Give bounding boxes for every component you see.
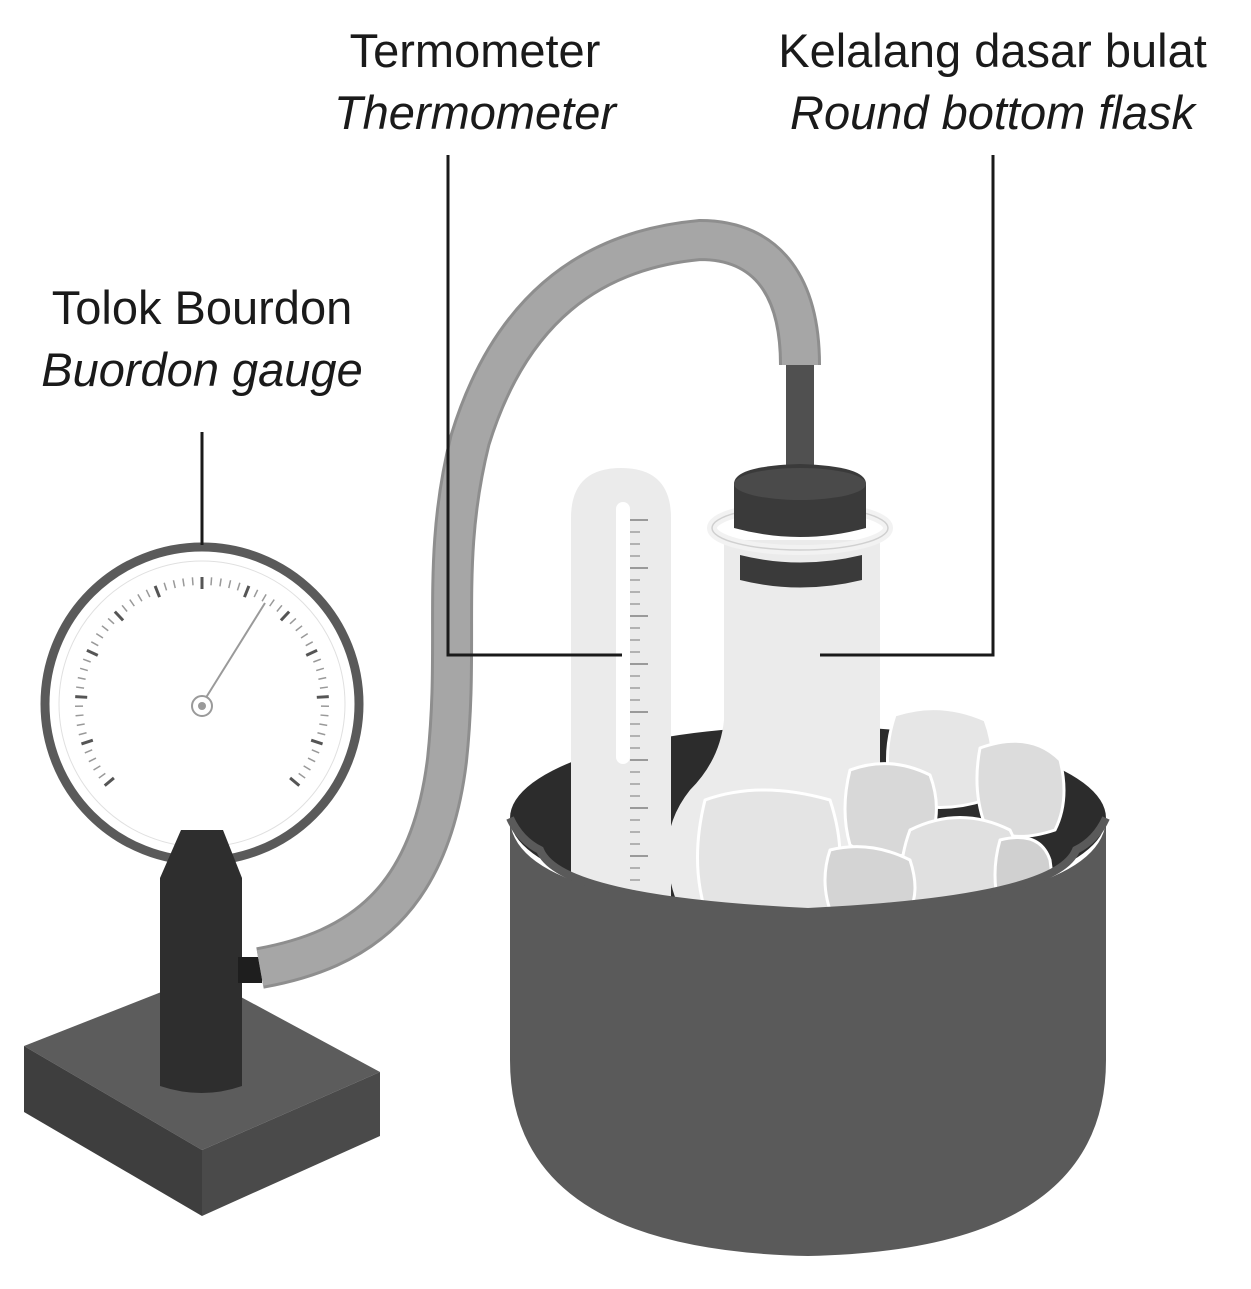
thermometer-scale bbox=[630, 519, 648, 893]
pot bbox=[506, 816, 1110, 1256]
gauge-tick bbox=[137, 594, 143, 602]
gauge-tick bbox=[113, 610, 125, 622]
gauge-tick bbox=[80, 738, 94, 746]
gauge-tick bbox=[313, 658, 322, 663]
gauge-stem bbox=[160, 830, 262, 1093]
gauge-tick bbox=[316, 695, 329, 699]
gauge-label-malay: Tolok Bourdon bbox=[51, 281, 353, 334]
thermometer-label-malay: Termometer bbox=[349, 24, 601, 77]
thermometer-label-english: Thermometer bbox=[333, 86, 617, 139]
gauge-tick bbox=[298, 772, 306, 779]
gauge-tick bbox=[79, 667, 89, 672]
gauge-tick bbox=[121, 604, 128, 612]
gauge-tick bbox=[261, 594, 267, 602]
gauge-tick bbox=[311, 749, 320, 754]
gauge-tick bbox=[320, 714, 329, 717]
gauge-tick bbox=[163, 582, 168, 591]
flask-label: Kelalang dasar bulat Round bottom flask bbox=[745, 20, 1240, 144]
gauge-tick bbox=[129, 599, 135, 607]
gauge-tick bbox=[77, 676, 86, 680]
gauge-tick bbox=[303, 765, 311, 771]
gauge-tick bbox=[210, 577, 213, 586]
thermometer-label: Termometer Thermometer bbox=[300, 20, 650, 144]
gauge-tick bbox=[307, 757, 316, 763]
gauge-tick bbox=[88, 757, 97, 763]
gauge-tick bbox=[93, 765, 101, 771]
gauge-tick bbox=[145, 589, 151, 598]
thermometer-leader-line bbox=[446, 155, 622, 657]
gauge-label-english: Buordon gauge bbox=[41, 343, 363, 396]
gauge-tick bbox=[76, 723, 85, 727]
leader-lines bbox=[200, 155, 995, 657]
gauge-needle bbox=[201, 602, 266, 705]
gauge-tick bbox=[289, 617, 297, 625]
gauge-tick bbox=[317, 732, 326, 736]
rubber-tube bbox=[256, 218, 821, 989]
gauge-tick bbox=[295, 625, 303, 632]
gauge-tick bbox=[319, 723, 328, 727]
thermometer bbox=[571, 468, 671, 900]
gauge-tick bbox=[90, 641, 99, 647]
gauge-tick bbox=[318, 676, 327, 680]
gauge-tick bbox=[300, 632, 309, 639]
gauge-tick bbox=[279, 610, 291, 622]
gauge-tick bbox=[153, 585, 161, 598]
gauge-tick bbox=[101, 625, 109, 632]
gauge-tick bbox=[78, 732, 87, 736]
gauge-label: Tolok Bourdon Buordon gauge bbox=[12, 277, 392, 401]
gauge-tick bbox=[289, 776, 301, 787]
gauge-tick bbox=[269, 599, 275, 607]
gauge-tick bbox=[103, 776, 115, 787]
gauge-tick bbox=[95, 632, 104, 639]
gauge-ticks bbox=[75, 577, 329, 787]
gauge-tick bbox=[76, 686, 85, 689]
flask-label-english: Round bottom flask bbox=[790, 86, 1195, 139]
gauge-tick bbox=[243, 585, 251, 598]
gauge-tick bbox=[86, 648, 99, 657]
gauge-tick bbox=[310, 738, 324, 746]
gauge-tick bbox=[315, 667, 325, 672]
gauge-tick bbox=[75, 695, 88, 699]
gauge-tick bbox=[305, 641, 314, 647]
gauge-tick bbox=[253, 589, 259, 598]
gauge-tick bbox=[219, 578, 222, 587]
gauge-tick bbox=[75, 714, 84, 717]
flask-label-malay: Kelalang dasar bulat bbox=[778, 24, 1207, 77]
gauge-tick bbox=[182, 578, 185, 587]
gauge-tick bbox=[82, 658, 91, 663]
gauge-tick bbox=[276, 604, 283, 612]
gauge-tick bbox=[236, 582, 241, 591]
gauge-tick bbox=[98, 772, 106, 779]
gauge-tick bbox=[172, 580, 176, 589]
gauge-tick bbox=[191, 577, 194, 586]
gauge-tick bbox=[107, 617, 115, 625]
gauge-tick bbox=[305, 648, 318, 657]
flask-leader-line bbox=[820, 155, 995, 657]
bourdon-gauge bbox=[40, 542, 364, 866]
gauge-tick bbox=[319, 686, 328, 689]
gauge-tick bbox=[228, 580, 232, 589]
gauge-tick bbox=[84, 749, 93, 754]
